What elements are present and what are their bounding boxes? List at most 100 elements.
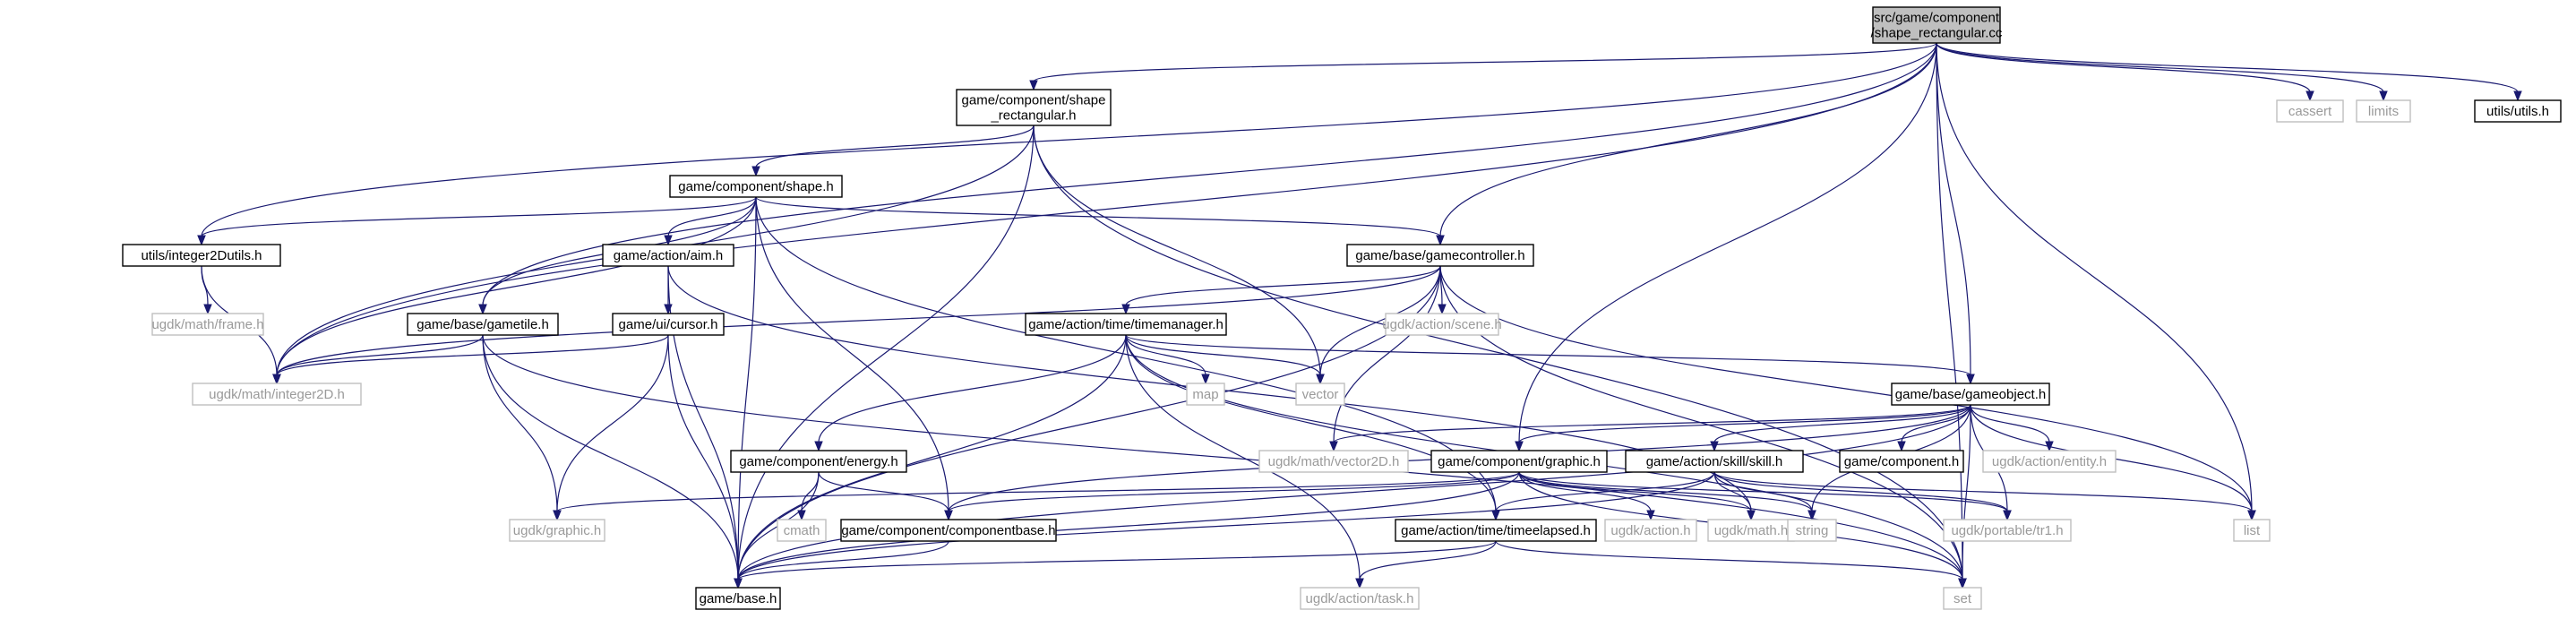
node-box bbox=[1300, 587, 1420, 610]
node-box bbox=[669, 175, 843, 198]
node-gametile[interactable]: game/base/gametile.h bbox=[407, 313, 559, 336]
edge-shape_h-to-integer2dutils bbox=[197, 196, 757, 246]
edge-arrowhead bbox=[1710, 441, 1719, 452]
node-entity-h: ugdk/action/entity.h bbox=[1982, 450, 2117, 473]
edge-line bbox=[737, 125, 1035, 580]
edge-graphic_h-to-tr1 bbox=[1518, 471, 2012, 521]
node-box bbox=[2474, 99, 2562, 123]
edge-arrowhead bbox=[2513, 90, 2522, 102]
node-label: ugdk/math/frame.h bbox=[151, 317, 263, 332]
node-shape-h[interactable]: game/component/shape.h bbox=[669, 175, 843, 198]
node-label: ugdk/action.h bbox=[1610, 523, 1690, 538]
edge-line bbox=[1518, 42, 1937, 443]
edge-shape_h-to-gamecontroller bbox=[755, 196, 1445, 246]
node-label: /shape_rectangular.cc bbox=[1871, 26, 2003, 41]
edge-line bbox=[556, 471, 1520, 512]
edge-line bbox=[1333, 404, 1971, 443]
node-base-h[interactable]: game/base.h bbox=[695, 587, 781, 610]
edge-line bbox=[755, 196, 949, 512]
node-box bbox=[956, 89, 1112, 126]
edge-line bbox=[556, 334, 669, 512]
node-label: vector bbox=[1302, 387, 1339, 402]
node-box bbox=[192, 383, 362, 406]
node-box bbox=[1707, 519, 1795, 542]
edge-arrowhead bbox=[2247, 510, 2256, 521]
node-box bbox=[840, 519, 1057, 542]
node-timeelapsed[interactable]: game/action/time/timeelapsed.h bbox=[1395, 519, 1597, 542]
edge-line bbox=[1319, 265, 1441, 376]
edge-line bbox=[482, 334, 558, 512]
edge-arrowhead bbox=[272, 374, 281, 385]
node-ugdk-action-h: ugdk/action.h bbox=[1604, 519, 1697, 542]
node-box bbox=[2276, 99, 2344, 123]
edge-line bbox=[737, 404, 1971, 580]
edge-arrowhead bbox=[944, 510, 953, 521]
node-label: game/component/componentbase.h bbox=[841, 523, 1055, 538]
node-map: map bbox=[1186, 383, 1225, 406]
edge-line bbox=[276, 196, 757, 376]
edge-line bbox=[1970, 404, 2050, 443]
edge-arrowhead bbox=[1966, 374, 1975, 385]
edge-arrowhead bbox=[814, 441, 823, 452]
node-label: game/component/shape.h bbox=[678, 179, 833, 194]
node-aim-h[interactable]: game/action/aim.h bbox=[602, 244, 734, 267]
node-string: string bbox=[1787, 519, 1837, 542]
edge-root-to-cassert bbox=[1936, 42, 2314, 102]
node-gameobject[interactable]: game/base/gameobject.h bbox=[1891, 383, 2050, 406]
edge-line bbox=[1518, 471, 1752, 512]
edge-line bbox=[1125, 334, 1321, 376]
node-box bbox=[1385, 313, 1499, 336]
edge-gamecontroller-to-vector2d bbox=[1329, 265, 1441, 452]
node-integer2dutils[interactable]: utils/integer2Dutils.h bbox=[122, 244, 281, 267]
node-box bbox=[1295, 383, 1345, 406]
node-energy-h[interactable]: game/component/energy.h bbox=[730, 450, 907, 473]
edge-line bbox=[482, 334, 739, 580]
edge-line bbox=[737, 334, 1127, 580]
edge-arrowhead bbox=[797, 510, 806, 521]
edge-line bbox=[801, 471, 820, 512]
node-cursor-h[interactable]: game/ui/cursor.h bbox=[612, 313, 725, 336]
edge-shape_rect_h-to-shape_h bbox=[751, 125, 1035, 177]
node-box bbox=[1395, 519, 1597, 542]
edge-skill_h-to-string bbox=[1713, 471, 1816, 521]
node-skill-h[interactable]: game/action/skill/skill.h bbox=[1625, 450, 1804, 473]
node-label: game/component/shape bbox=[962, 93, 1106, 108]
node-label: game/ui/cursor.h bbox=[619, 317, 718, 332]
node-label: game/base/gamecontroller.h bbox=[1355, 248, 1524, 263]
node-gamecontroller[interactable]: game/base/gamecontroller.h bbox=[1346, 244, 1534, 267]
node-box bbox=[730, 450, 907, 473]
edge-arrowhead bbox=[1201, 374, 1210, 385]
node-list: list bbox=[2233, 519, 2271, 542]
node-box bbox=[2233, 519, 2271, 542]
edge-arrowhead bbox=[1316, 374, 1325, 385]
edge-arrowhead bbox=[1121, 304, 1130, 315]
edge-shape_rect_h-to-vector bbox=[1033, 125, 1325, 385]
edge-arrowhead bbox=[203, 304, 212, 315]
edge-line bbox=[737, 471, 1715, 580]
node-label: game/component/energy.h bbox=[739, 454, 897, 469]
node-componentbase[interactable]: game/component/componentbase.h bbox=[840, 519, 1057, 542]
node-timemanager[interactable]: game/action/time/timemanager.h bbox=[1025, 313, 1227, 336]
node-box bbox=[1839, 450, 1964, 473]
node-root: src/game/component/shape_rectangular.cc bbox=[1871, 6, 2003, 44]
edge-root-to-list bbox=[1936, 42, 2256, 521]
edge-line bbox=[755, 196, 1441, 237]
node-component-h[interactable]: game/component.h bbox=[1839, 450, 1964, 473]
edge-line bbox=[667, 196, 757, 237]
node-label: game/base.h bbox=[700, 591, 777, 606]
edge-shape_h-to-aim_h bbox=[664, 196, 757, 246]
node-graphic-h[interactable]: game/component/graphic.h bbox=[1430, 450, 1608, 473]
node-shape-rect-h[interactable]: game/component/shape_rectangular.h bbox=[956, 89, 1112, 126]
edge-skill_h-to-ugdk_math_h bbox=[1713, 471, 1756, 521]
edge-line bbox=[1713, 471, 1752, 512]
edge-gametile-to-base_h bbox=[482, 334, 743, 589]
edge-timeelapsed-to-base_h bbox=[734, 540, 1497, 589]
node-utils-h[interactable]: utils/utils.h bbox=[2474, 99, 2562, 123]
node-box bbox=[1186, 383, 1225, 406]
node-box bbox=[612, 313, 725, 336]
node-limits: limits bbox=[2356, 99, 2411, 123]
edge-line bbox=[1125, 334, 1206, 376]
edge-line bbox=[1518, 471, 1652, 512]
edge-arrowhead bbox=[1897, 441, 1906, 452]
